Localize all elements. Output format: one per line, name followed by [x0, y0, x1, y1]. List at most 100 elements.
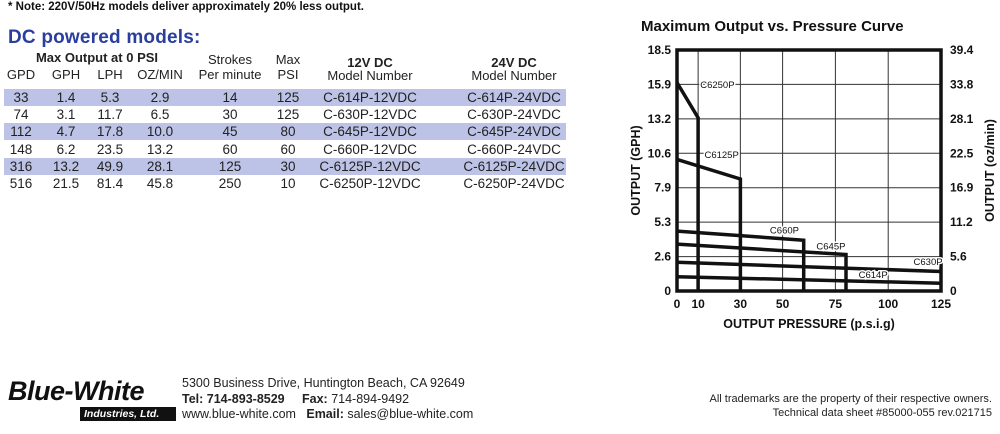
y-axis-label-left: OUTPUT (GPH): [629, 125, 643, 215]
cell-strokes: 60: [222, 141, 238, 157]
cell-m12: C-614P-12VDC: [323, 90, 417, 105]
logo-text: Blue-White: [8, 376, 145, 406]
fax-label: Fax:: [302, 391, 328, 406]
cell-ozmin: 45.8: [146, 176, 174, 191]
web-line: www.blue-white.com Email: sales@blue-whi…: [182, 407, 473, 423]
y-tick-label-right: 16.9: [950, 181, 974, 195]
header-ozmin: OZ/MIN: [137, 67, 183, 82]
series-line: [676, 260, 942, 274]
y-tick-label-right: 22.5: [950, 146, 974, 160]
header-gpd: GPD: [6, 67, 36, 82]
fax-number: 714-894-9492: [331, 391, 410, 406]
group-header: Max Output at 0 PSI: [35, 50, 159, 65]
cell-gpd: 316: [9, 158, 33, 174]
cell-m12: C-630P-12VDC: [323, 107, 417, 123]
cell-gpd: 516: [9, 176, 33, 191]
logo: Blue-White Industries, Ltd.: [8, 376, 176, 421]
website-link[interactable]: www.blue-white.com: [182, 407, 296, 421]
x-tick-label: 100: [878, 297, 898, 311]
cell-lph: 11.7: [97, 107, 123, 123]
cell-lph: 49.9: [96, 158, 124, 174]
y-tick-label-left: 18.5: [648, 43, 672, 57]
cell-m12: C-645P-12VDC: [323, 124, 417, 140]
y-tick-label-right: 5.6: [950, 250, 967, 264]
x-tick-label: 0: [674, 297, 681, 311]
cell-lph: 17.8: [96, 124, 124, 140]
tel-label: Tel:: [182, 391, 204, 406]
header-gph: GPH: [51, 67, 81, 82]
series-label: C6250P: [700, 80, 734, 91]
cell-psi: 30: [280, 158, 296, 174]
header-psi: PSI: [277, 67, 299, 82]
cell-m12: C-660P-12VDC: [323, 141, 417, 157]
header-24v: 24V DC: [491, 55, 537, 70]
address: 5300 Business Drive, Huntington Beach, C…: [182, 376, 465, 390]
logo-bar: [80, 407, 176, 421]
email-link[interactable]: sales@blue-white.com: [347, 407, 474, 421]
cell-m12: C-6125P-12VDC: [319, 158, 421, 174]
y-tick-label-left: 13.2: [648, 112, 672, 126]
cell-gph: 21.5: [52, 176, 80, 191]
header-max: Max: [275, 52, 301, 67]
cell-gpd: 148: [9, 141, 33, 157]
cell-ozmin: 10.0: [146, 124, 174, 140]
cell-m24: C-630P-24VDC: [467, 107, 561, 123]
contact-block: 5300 Business Drive, Huntington Beach, C…: [182, 376, 473, 423]
plot-frame: [675, 48, 943, 293]
cell-m12: C-6250P-12VDC: [319, 176, 421, 191]
cell-lph: 5.3: [100, 90, 120, 105]
x-tick-label: 75: [829, 297, 843, 311]
header-strokes: Strokes: [207, 52, 253, 67]
y-tick-label-right: 39.4: [950, 43, 974, 57]
cell-strokes: 250: [218, 176, 242, 191]
header-strokes-sub: Per minute: [198, 67, 262, 82]
series-line: [676, 157, 743, 291]
phone-line: Tel: 714-893-8529 Fax: 714-894-9492: [182, 392, 473, 408]
cell-psi: 60: [280, 141, 296, 157]
cell-m24: C-645P-24VDC: [467, 124, 561, 140]
header-12v: 12V DC: [347, 55, 393, 70]
cell-strokes: 45: [222, 124, 238, 140]
y-tick-label-left: 5.3: [654, 215, 671, 229]
cell-m24: C-614P-24VDC: [467, 90, 561, 105]
legal-block: All trademarks are the property of their…: [710, 392, 992, 420]
trademark-note: All trademarks are the property of their…: [709, 393, 992, 405]
series-label: C630P: [914, 257, 943, 268]
series-label: C614P: [859, 270, 888, 281]
x-tick-label: 30: [734, 297, 748, 311]
y-axis-label-right: OUTPUT (oz/min): [983, 119, 997, 222]
y-tick-label-left: 2.6: [654, 250, 671, 264]
cell-psi: 80: [280, 124, 296, 140]
logo-subtitle: Industries, Ltd.: [84, 408, 160, 420]
datasheet-id: Technical data sheet #85000-055 rev.0217…: [772, 407, 992, 419]
footnote: * Note: 220V/50Hz models deliver approxi…: [8, 1, 364, 13]
cell-gph: 6.2: [56, 141, 76, 157]
y-tick-label-left: 7.9: [654, 181, 671, 195]
y-tick-label-right: 0: [950, 284, 957, 298]
series-label: C6125P: [704, 150, 738, 161]
cell-gph: 1.4: [56, 90, 76, 105]
x-tick-label: 125: [931, 297, 951, 311]
series-line: [676, 229, 806, 291]
cell-ozmin: 28.1: [146, 158, 174, 174]
series-label: C645P: [816, 241, 845, 252]
cell-gpd: 112: [10, 124, 32, 140]
cell-lph: 23.5: [96, 141, 124, 157]
cell-m24: C-6250P-24VDC: [463, 176, 565, 191]
header-lph: LPH: [97, 67, 123, 82]
y-tick-label-right: 28.1: [950, 112, 974, 126]
x-tick-label: 50: [776, 297, 790, 311]
cell-psi: 10: [280, 176, 296, 191]
cell-ozmin: 13.2: [146, 141, 174, 157]
x-tick-label: 10: [691, 297, 705, 311]
cell-strokes: 14: [222, 90, 238, 105]
y-tick-label-left: 15.9: [648, 77, 672, 91]
y-tick-label-left: 10.6: [648, 146, 672, 160]
cell-strokes: 30: [222, 107, 238, 123]
